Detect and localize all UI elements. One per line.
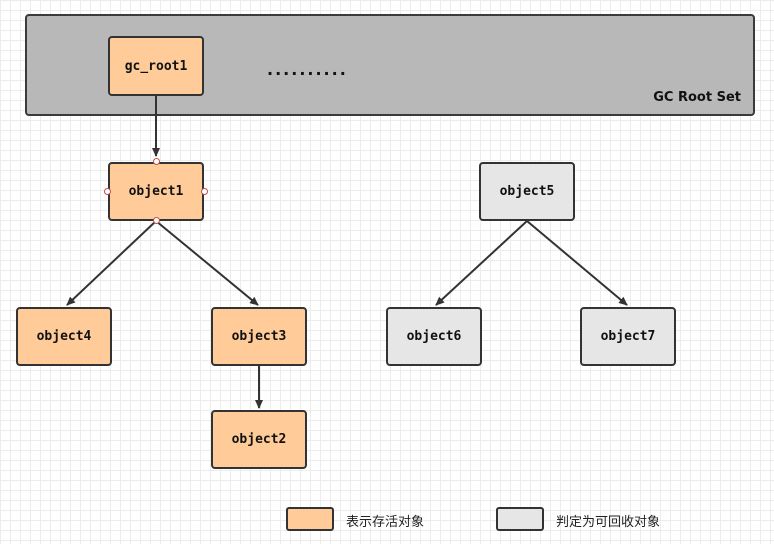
node-object3-label: object3: [231, 329, 287, 344]
object1-port-right: [201, 188, 208, 195]
node-object6: object6: [386, 307, 482, 366]
node-object4: object4: [16, 307, 112, 366]
object1-port-left: [104, 188, 111, 195]
node-object7-label: object7: [600, 329, 656, 344]
node-object6-label: object6: [406, 329, 462, 344]
node-object7: object7: [580, 307, 676, 366]
legend-collectable-swatch: [496, 507, 544, 531]
node-object5-label: object5: [499, 184, 555, 199]
edge-object1-object4: [66, 220, 157, 306]
root-set-ellipsis: ··········: [267, 64, 348, 83]
node-object5: object5: [479, 162, 575, 221]
edge-object1-object3: [155, 220, 259, 306]
node-object2-label: object2: [231, 432, 287, 447]
gc-root-set-title: GC Root Set: [653, 90, 741, 105]
node-object4-label: object4: [36, 329, 92, 344]
node-object2: object2: [211, 410, 307, 469]
legend-alive-swatch: [286, 507, 334, 531]
legend-alive-label: 表示存活对象: [346, 515, 425, 530]
object1-port-bottom: [153, 217, 160, 224]
edge-object5-object6: [435, 220, 528, 306]
node-gc-root1: gc_root1: [108, 36, 204, 96]
node-object3: object3: [211, 307, 307, 366]
node-object1-label: object1: [128, 184, 184, 199]
node-object1: object1: [108, 162, 204, 221]
node-gc-root1-label: gc_root1: [124, 58, 188, 74]
object1-port-top: [153, 158, 160, 165]
legend-collectable-label: 判定为可回收对象: [556, 515, 661, 530]
edge-object5-object7: [526, 220, 628, 306]
